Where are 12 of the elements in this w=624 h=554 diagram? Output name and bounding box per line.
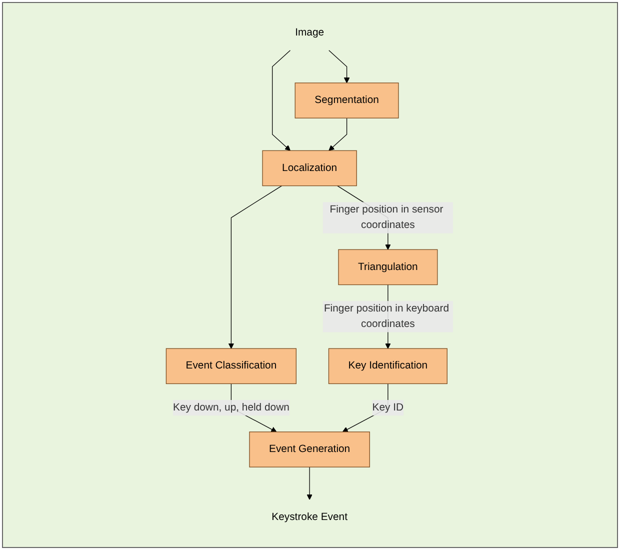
edge-label: Finger position in keyboard coordinates [323,301,454,332]
process-box: Localization [262,150,358,186]
edge-label: Key down, up, held down [173,400,290,416]
process-box: Segmentation [295,82,400,118]
edge-label: Key ID [372,400,404,416]
process-box: Event Generation [250,432,370,468]
process-box: Key Identification [328,348,448,384]
process-box: Event Classification [166,348,297,384]
text-label: Image [295,26,324,38]
process-box: Triangulation [338,249,438,286]
text-label: Keystroke Event [272,511,348,522]
edge-label: Finger position in sensor coordinates [323,202,454,234]
